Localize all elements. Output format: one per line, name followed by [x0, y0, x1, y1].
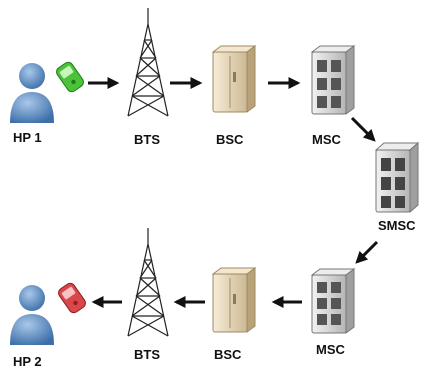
- arrow-msc-to-smsc: [350, 116, 376, 142]
- label-bsc-2: BSC: [214, 347, 242, 362]
- bts-tower-icon-1: [127, 8, 169, 117]
- label-msc-1: MSC: [312, 132, 341, 147]
- label-bsc-1: BSC: [216, 132, 244, 147]
- label-bts-2: BTS: [134, 347, 160, 362]
- mobile-phone-icon-hp2: [58, 282, 86, 314]
- smsc-server-icon: [374, 141, 420, 214]
- label-hp1: HP 1: [13, 130, 42, 145]
- mobile-phone-icon-hp1: [56, 61, 84, 93]
- bsc-cabinet-icon-1: [211, 45, 257, 113]
- label-bts-1: BTS: [134, 132, 160, 147]
- label-msc-2: MSC: [316, 342, 345, 357]
- msc-server-icon-2: [310, 268, 356, 334]
- bts-tower-icon-2: [127, 228, 169, 337]
- person-icon-hp1: [10, 63, 54, 123]
- bsc-cabinet-icon-2: [211, 267, 257, 333]
- msc-server-icon-1: [310, 45, 356, 115]
- label-hp2: HP 2: [13, 354, 42, 369]
- arrow-smsc-to-msc: [355, 240, 379, 264]
- person-icon-hp2: [10, 285, 54, 345]
- label-smsc: SMSC: [378, 218, 416, 233]
